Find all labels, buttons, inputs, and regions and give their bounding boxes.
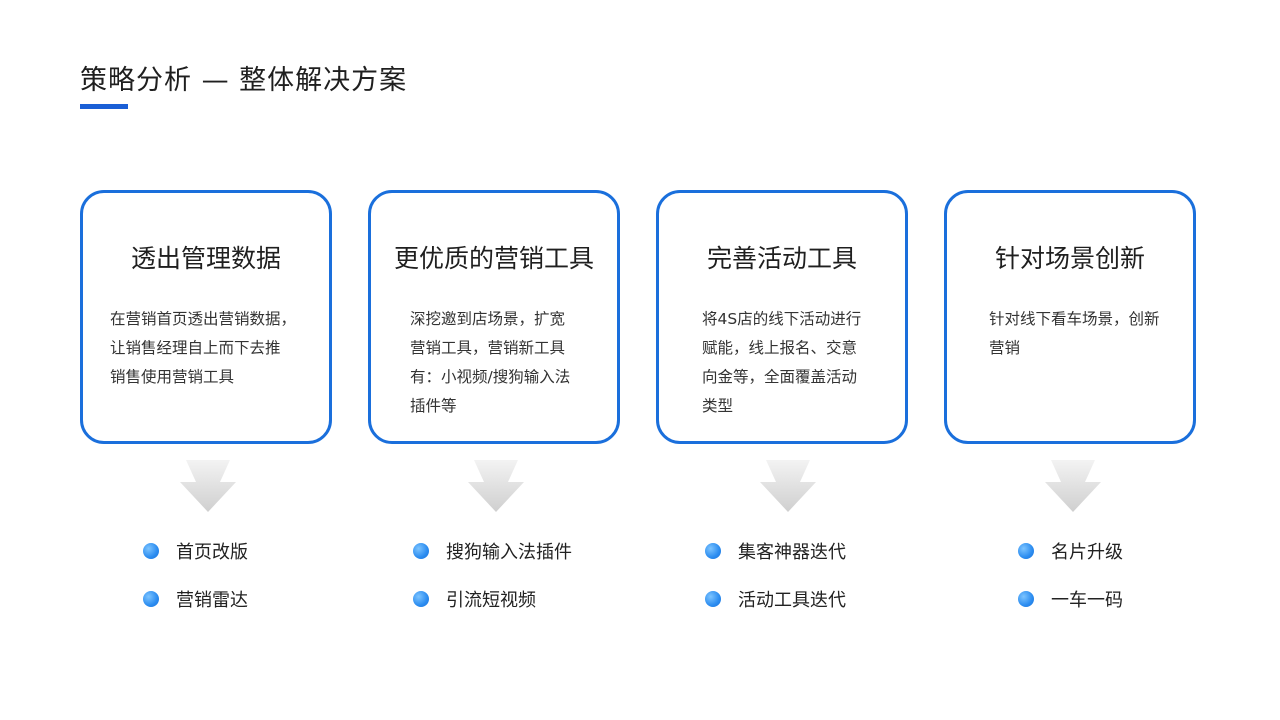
card-desc-line: 类型 [702,397,734,415]
list-item: 一车一码 [1018,587,1123,611]
list-item-label: 名片升级 [1051,542,1123,563]
card-desc-line: 销售使用营销工具 [110,368,235,386]
card-desc-line: 插件等 [410,397,457,415]
list-item: 引流短视频 [413,587,536,611]
card-desc-line: 赋能，线上报名、交意 [702,339,858,357]
card-desc-line: 营销 [989,339,1021,357]
bullet-dot-icon [143,591,159,607]
card-description: 在营销首页透出营销数据， 让销售经理自上而下去推 销售使用营销工具 [110,305,296,392]
list-item: 名片升级 [1018,539,1123,563]
card-desc-line: 针对线下看车场景，创新 [989,310,1160,328]
card-desc-line: 让销售经理自上而下去推 [110,339,281,357]
list-item-label: 引流短视频 [446,590,536,611]
down-arrow-icon [468,460,524,512]
card-desc-line: 将4S店的线下活动进行 [702,310,862,328]
bullet-dot-icon [143,543,159,559]
list-item: 营销雷达 [143,587,248,611]
card-desc-line: 有：小视频/搜狗输入法 [410,368,571,386]
list-item-label: 营销雷达 [176,590,248,611]
card-description: 深挖邀到店场景，扩宽 营销工具，营销新工具 有：小视频/搜狗输入法 插件等 [410,305,570,421]
card-description: 将4S店的线下活动进行 赋能，线上报名、交意 向金等，全面覆盖活动 类型 [702,305,861,421]
title-underline [80,104,128,109]
list-item: 首页改版 [143,539,248,563]
bullet-dot-icon [1018,591,1034,607]
bullet-dot-icon [705,543,721,559]
list-item: 搜狗输入法插件 [413,539,572,563]
card-activity-tools: 完善活动工具 将4S店的线下活动进行 赋能，线上报名、交意 向金等，全面覆盖活动… [656,190,908,444]
bullet-dot-icon [705,591,721,607]
card-title: 完善活动工具 [706,244,857,273]
list-item-label: 搜狗输入法插件 [446,542,572,563]
list-item: 活动工具迭代 [705,587,846,611]
list-item-label: 一车一码 [1051,590,1123,611]
down-arrow-icon [1045,460,1101,512]
bullet-dot-icon [413,543,429,559]
card-title: 更优质的营销工具 [393,244,594,273]
page-title: 策略分析 — 整体解决方案 [80,65,408,96]
bullet-dot-icon [1018,543,1034,559]
down-arrow-icon [180,460,236,512]
list-item: 集客神器迭代 [705,539,846,563]
card-desc-line: 向金等，全面覆盖活动 [702,368,858,386]
card-desc-line: 在营销首页透出营销数据， [110,310,297,328]
card-title: 针对场景创新 [994,244,1145,273]
list-item-label: 集客神器迭代 [738,542,846,563]
card-scene-innovation: 针对场景创新 针对线下看车场景，创新 营销 [944,190,1196,444]
card-desc-line: 营销工具，营销新工具 [410,339,566,357]
card-title: 透出管理数据 [130,244,281,273]
list-item-label: 活动工具迭代 [738,590,846,611]
down-arrow-icon [760,460,816,512]
bullet-dot-icon [413,591,429,607]
list-item-label: 首页改版 [176,542,248,563]
card-description: 针对线下看车场景，创新 营销 [989,305,1160,363]
card-marketing-tools: 更优质的营销工具 深挖邀到店场景，扩宽 营销工具，营销新工具 有：小视频/搜狗输… [368,190,620,444]
card-manage-data: 透出管理数据 在营销首页透出营销数据， 让销售经理自上而下去推 销售使用营销工具 [80,190,332,444]
card-desc-line: 深挖邀到店场景，扩宽 [410,310,566,328]
